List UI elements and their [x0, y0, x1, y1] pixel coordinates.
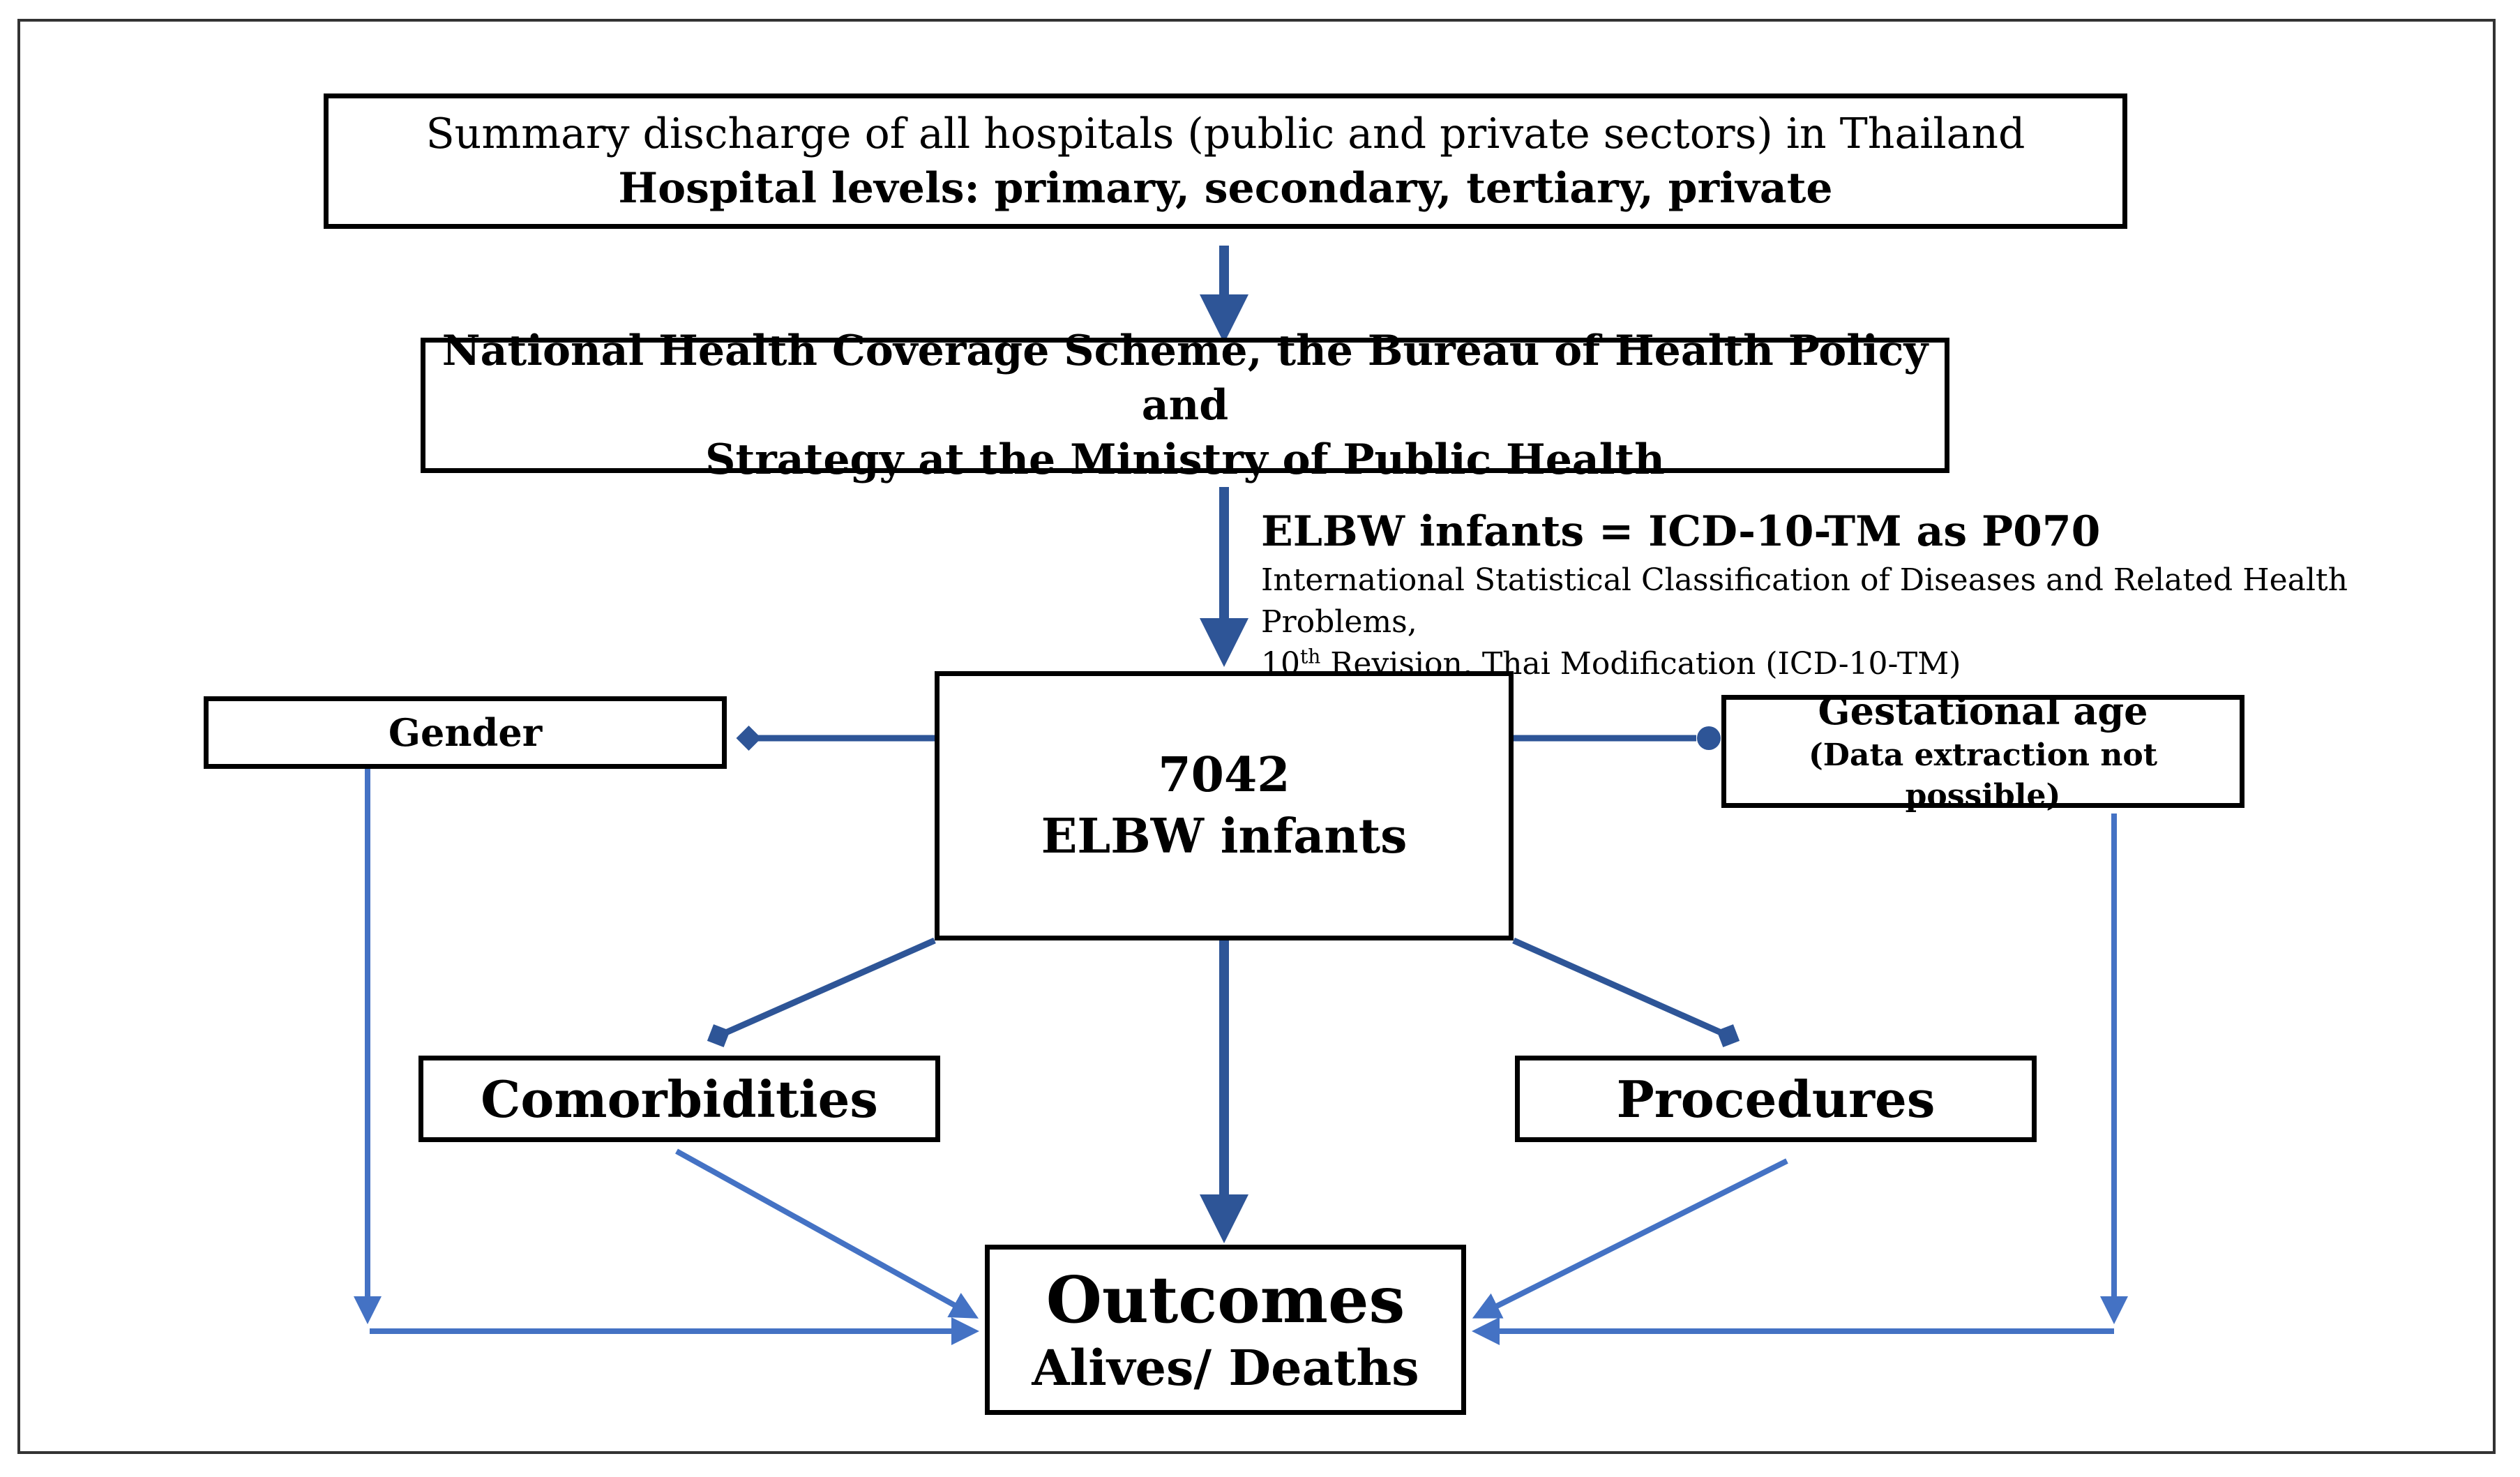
gestational-age-note: (Data extraction not possible) — [1808, 737, 2158, 814]
infant-label: ELBW infants — [1041, 809, 1408, 864]
elbw-definition-line-1: International Statistical Classification… — [1261, 562, 2348, 640]
gender-label: Gender — [388, 710, 543, 755]
gender-box: Gender — [204, 696, 727, 769]
infant-count: 7042 — [1158, 747, 1290, 803]
nhcs-line-2: Strategy at the Ministry of Public Healt… — [705, 435, 1665, 484]
elbw-infants-box: 7042 ELBW infants — [935, 671, 1514, 940]
revision-suffix: th — [1300, 645, 1321, 668]
figure-frame — [17, 19, 2496, 1454]
nhcs-line-1: National Health Coverage Scheme, the Bur… — [442, 327, 1929, 430]
arrow-procedures-to-outcomes — [1472, 1158, 1788, 1319]
procedures-label: Procedures — [1616, 1069, 1936, 1129]
arrow-comorbidities-to-outcomes — [675, 1148, 979, 1319]
connector-dot — [1697, 726, 1721, 750]
gestational-age-box: Gestational age (Data extraction not pos… — [1721, 689, 2244, 814]
outcomes-title: Outcomes — [1046, 1262, 1405, 1337]
procedures-box: Procedures — [1515, 1056, 2037, 1142]
gestational-age-label: Gestational age — [1818, 689, 2148, 733]
arrow-center-to-comorbidities — [707, 937, 936, 1048]
outcomes-box: Outcomes Alives/ Deaths — [985, 1245, 1466, 1415]
source-line-2: Hospital levels: primary, secondary, ter… — [618, 164, 1833, 213]
source-line-1: Summary discharge of all hospitals (publ… — [425, 110, 2025, 158]
source-box: Summary discharge of all hospitals (publ… — [324, 93, 2127, 229]
nhcs-box: National Health Coverage Scheme, the Bur… — [421, 327, 1949, 484]
comorbidities-box: Comorbidities — [418, 1056, 940, 1142]
elbw-definition-heading: ELBW infants = ICD-10-TM as P070 — [1261, 507, 2101, 556]
outcomes-subtitle: Alives/ Deaths — [1032, 1339, 1419, 1397]
elbw-definition: ELBW infants = ICD-10-TM as P070 Interna… — [1261, 504, 2461, 685]
comorbidities-label: Comorbidities — [481, 1069, 878, 1129]
arrow-center-to-procedures — [1512, 937, 1740, 1047]
